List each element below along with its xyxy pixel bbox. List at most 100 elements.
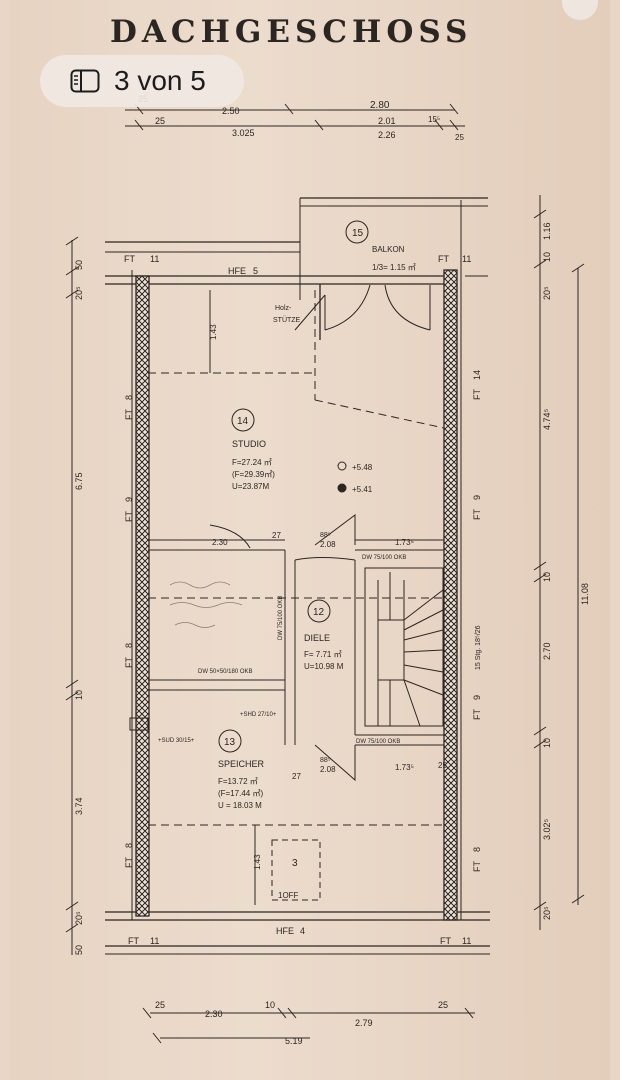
dim-top-g: 2.26 xyxy=(378,130,396,140)
door-studio-diele xyxy=(314,514,356,546)
hfe-top: HFE xyxy=(228,266,246,276)
ft-side-left-2: FT xyxy=(124,511,134,522)
elevation-2: +5.41 xyxy=(352,485,373,494)
ft-side-left-4: FT xyxy=(124,857,134,868)
pencil-notes xyxy=(169,581,243,628)
dim-top-i: 25 xyxy=(455,133,464,142)
room-area-diele: F= 7.71 ㎡ xyxy=(304,650,342,659)
dim-right-d: 4.74⁵ xyxy=(542,408,552,430)
ft-side-left-3: FT xyxy=(124,657,134,668)
room-name-diele: DIELE xyxy=(304,633,330,643)
ft-side-left-1: FT xyxy=(124,409,134,420)
dw-lower: DW 75/100 OKB xyxy=(356,739,400,745)
dim-top-b: 2.50 xyxy=(222,106,240,116)
ft-top-right: FT xyxy=(438,254,449,264)
dim-right-g: 10 xyxy=(542,738,552,748)
dim-right-f: 2.70 xyxy=(542,642,552,660)
floor-plan-paper: DACHGESCHOSS xyxy=(10,0,610,1080)
room-area-speicher: F=13.72 ㎡ xyxy=(218,777,258,786)
dim-left-b: 20⁵ xyxy=(74,286,84,300)
label-shd: +SHD 27/10+ xyxy=(240,712,277,718)
ft-side-left-4-num: 8 xyxy=(124,843,134,848)
dim-bottom-a: 25 xyxy=(155,1000,165,1010)
dim-bottom-f: 5.19 xyxy=(285,1036,303,1046)
dim-208b: 2.08 xyxy=(320,765,336,774)
plan-title: DACHGESCHOSS xyxy=(110,14,473,50)
dim-208: 2.08 xyxy=(320,540,336,549)
dim-right-j: 11.08 xyxy=(580,583,590,605)
elevation-mark-1 xyxy=(337,461,347,471)
dw-upper: DW 75/100 OKB xyxy=(362,555,406,561)
ft-bottom-left-num: 11 xyxy=(150,936,159,946)
room-circle-13 xyxy=(218,729,242,753)
hfe-top-num: 5 xyxy=(253,266,258,276)
label-sud: +SUD 30/15+ xyxy=(158,738,195,744)
dim-bottom-d: 2.79 xyxy=(355,1018,373,1028)
balcony-door-right xyxy=(384,284,431,331)
image-counter-badge[interactable]: 3 von 5 xyxy=(40,55,244,107)
ft-side-left-3-num: 8 xyxy=(124,643,134,648)
dim-bottom-e: 25 xyxy=(438,1000,448,1010)
dormer-line-diag xyxy=(314,399,445,429)
dim-25: 25 xyxy=(438,761,447,770)
ft-top-right-num: 11 xyxy=(462,254,471,264)
door-arc-studio xyxy=(209,524,251,549)
dw-vert: DW 75/100 OKB xyxy=(278,596,284,640)
room-perimeter-speicher: U = 18.03 M xyxy=(218,801,262,810)
loft-hatch xyxy=(271,839,321,901)
dim-885: 88⁵ xyxy=(320,532,331,539)
room-name-speicher: SPEICHER xyxy=(218,759,265,769)
dim-ticks-bottom xyxy=(142,1007,474,1044)
dim-top-d: 25 xyxy=(155,116,165,126)
room-num-13: 13 xyxy=(224,737,236,748)
room-area2-studio: (F=29.39㎡) xyxy=(232,470,275,479)
ft-bottom-right-num: 11 xyxy=(462,936,471,946)
dim-top-f: 2.01 xyxy=(378,116,396,126)
dim-1735: 1.73⁵ xyxy=(395,538,414,547)
dim-ticks-top xyxy=(134,103,459,131)
dim-right-e: 10 xyxy=(542,572,552,582)
close-button[interactable] xyxy=(562,0,598,20)
stair-treads xyxy=(377,572,444,727)
dim-bottom-b: 2.30 xyxy=(205,1009,223,1019)
dim-top-h: 15⁵ xyxy=(428,115,440,124)
staircase-outline xyxy=(364,567,444,727)
ft-side-right-3-num: 9 xyxy=(472,695,482,700)
dim-right-i: 20⁵ xyxy=(542,906,552,920)
image-counter-text: 3 von 5 xyxy=(114,65,206,96)
gallery-icon xyxy=(70,69,100,93)
label-holz: Holz- xyxy=(275,305,292,312)
ft-bottom-left: FT xyxy=(128,936,139,946)
room-circle-12 xyxy=(307,599,331,623)
ft-side-right-4-num: 8 xyxy=(472,847,482,852)
loft-num: 3 xyxy=(292,858,298,869)
room-circle-14 xyxy=(231,408,255,432)
ft-side-right-2: FT xyxy=(472,509,482,520)
room-num-12: 12 xyxy=(313,607,325,618)
ft-side-right-2-num: 9 xyxy=(472,495,482,500)
party-wall-left xyxy=(135,275,150,917)
dim-right-h: 3.02⁵ xyxy=(542,818,552,840)
post-leader xyxy=(294,294,326,331)
dim-bottom-c: 10 xyxy=(265,1000,275,1010)
dim-top-e: 3.025 xyxy=(232,128,255,138)
dim-left-c: 6.75 xyxy=(74,472,84,490)
dw-left: DW 50×50/180 OKB xyxy=(198,669,253,675)
dim-230: 2.30 xyxy=(212,538,228,547)
room-perimeter-diele: U=10.98 M xyxy=(304,662,344,671)
party-wall-right xyxy=(443,269,458,921)
dim-left-d: 10 xyxy=(74,690,84,700)
ft-side-right-1-num: 14 xyxy=(472,370,482,380)
room-area-studio: F=27.24 ㎡ xyxy=(232,458,272,467)
room-area-balkon: 1/3= 1.15 ㎡ xyxy=(372,263,416,272)
ft-top-left: FT xyxy=(124,254,135,264)
dim-ticks-left xyxy=(65,236,79,933)
dim-143-top-label: 1.43 xyxy=(209,324,218,340)
diele-top-arc xyxy=(294,557,356,561)
room-area2-speicher: (F=17.44 ㎡) xyxy=(218,789,263,798)
dim-27b: 27 xyxy=(292,772,301,781)
dim-right-b: 10 xyxy=(542,252,552,262)
dim-right-c: 20⁵ xyxy=(542,286,552,300)
ft-side-left-2-num: 9 xyxy=(124,497,134,502)
ft-side-right-1: FT xyxy=(472,389,482,400)
